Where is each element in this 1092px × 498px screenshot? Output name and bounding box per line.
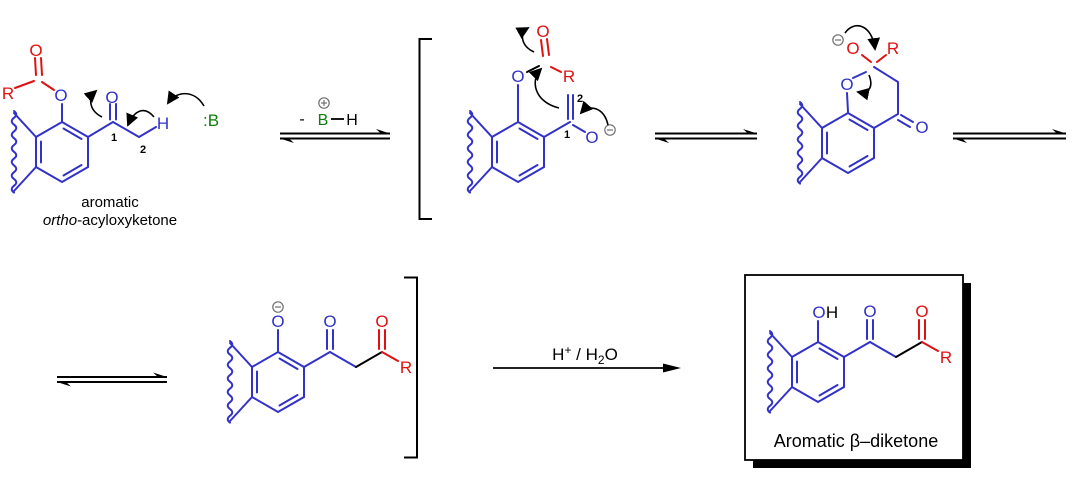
minus-charge-icon <box>604 124 616 136</box>
blue-atom-labels: O O <box>271 312 336 331</box>
atom-label-ketone-O: O <box>863 302 876 321</box>
reaction-conditions-label: H+ / H2O <box>552 343 618 367</box>
caption-ortho-italic: ortho <box>43 212 77 229</box>
equilibrium-arrow-2 <box>655 129 757 143</box>
red-bonds <box>378 329 399 362</box>
structure-ester-enolate: O O O R 1 2 <box>466 22 616 194</box>
curved-arrow-enolate-to-acylC <box>528 67 560 109</box>
structure-aromatic-ortho-acyloxyketone: O O H O R :B 1 2 aromatic ortho-acyloxyk… <box>2 41 219 229</box>
curved-arrow-CO-bond-to-ringO <box>856 74 872 101</box>
bracket-left <box>418 38 432 220</box>
blue-atom-labels: O O <box>511 67 598 147</box>
red-atom-labels: O R <box>375 312 412 377</box>
caption-line1: aromatic <box>81 194 139 211</box>
blue-atom-labels: O O <box>812 302 876 322</box>
CH2-acyl-bond <box>895 341 923 358</box>
curved-arrow-Ominus-to-C2 <box>844 24 881 51</box>
structure-phenolate-diketone: O O O R <box>226 301 412 424</box>
red-bonds <box>918 319 939 352</box>
H-label: H <box>346 112 358 129</box>
red-atom-labels: O R <box>846 39 899 58</box>
bracket-right <box>404 276 418 459</box>
atom-label-acyl-O: O <box>29 41 42 60</box>
curved-arrow-CH-to-C1 <box>126 109 155 127</box>
atom-label-H: H <box>157 114 169 133</box>
red-atom-labels: O R <box>915 302 952 367</box>
equilibrium-arrow-1: - B H <box>280 97 390 143</box>
curved-arrow-carbonyl-to-O <box>83 89 103 118</box>
red-bonds <box>861 54 887 63</box>
atom-label-hydroxyl-H: H <box>826 303 838 322</box>
blue-bonds <box>796 66 914 185</box>
minus-label: - <box>299 111 304 128</box>
curved-arrow-base-to-H <box>166 90 205 107</box>
minus-charge-icon <box>272 301 284 313</box>
atom-label-phenolate-O: O <box>271 312 284 331</box>
curved-arrow-acyl-CO-to-O <box>515 27 535 53</box>
red-atom-labels: O R <box>2 41 43 103</box>
blue-bonds <box>466 84 586 194</box>
atom-label-acyl-O: O <box>915 302 928 321</box>
two-sub: 2 <box>598 353 605 367</box>
benzene-ring <box>226 340 305 424</box>
structure-aromatic-beta-diketone: O O H O R <box>766 302 952 414</box>
carbon-number-2: 2 <box>577 93 583 105</box>
carbon-number-1: 1 <box>564 129 570 141</box>
atom-label-ketone-O: O <box>105 88 118 107</box>
curved-arrow-Ominus-to-C1 <box>579 100 609 126</box>
atom-label-ester-O: O <box>54 86 67 105</box>
blue-atom-labels: O O H <box>54 86 169 133</box>
atom-label-ring-O: O <box>840 75 853 94</box>
blue-atom-labels: O O <box>840 75 928 137</box>
product-caption: Aromatic β–diketone <box>774 431 938 451</box>
atom-label-ketone-O: O <box>915 118 928 137</box>
carbon-number-2: 2 <box>140 144 146 156</box>
water-O: O <box>605 345 618 364</box>
atom-label-R: R <box>400 358 412 377</box>
blue-bonds <box>226 329 357 424</box>
h-plus-H: H <box>552 345 564 364</box>
benzene-ring <box>796 101 875 185</box>
atom-label-ketone-O: O <box>323 312 336 331</box>
atom-label-R: R <box>887 39 899 58</box>
caption-line2-rest: -acyloxyketone <box>77 212 177 229</box>
carbon-number-1: 1 <box>111 132 117 144</box>
equilibrium-arrow-4 <box>57 372 167 387</box>
benzene-ring <box>10 110 89 194</box>
red-atom-labels: O R <box>536 22 575 86</box>
blue-bonds <box>10 103 157 194</box>
slash-H: / H <box>571 345 597 364</box>
atom-label-acyl-O: O <box>375 312 388 331</box>
atom-label-alkoxide-O: O <box>846 39 859 58</box>
atom-label-R: R <box>940 348 952 367</box>
arrowhead <box>663 363 681 373</box>
structure-cyclic-alkoxide: O O O R <box>796 24 929 185</box>
product-box: O O H O R Aromatic β–diketone <box>744 274 971 468</box>
minus-charge-icon <box>832 34 844 46</box>
atom-label-acyl-O: O <box>536 22 549 41</box>
box-frame <box>744 274 964 461</box>
ester-O-C-bond <box>526 65 540 73</box>
atom-label-R: R <box>563 67 575 86</box>
plus-sup: + <box>564 343 571 357</box>
atom-label-hydroxyl-O: O <box>812 303 825 322</box>
atom-label-R: R <box>2 84 14 103</box>
red-bonds <box>540 38 562 73</box>
atom-label-ester-O: O <box>511 67 524 86</box>
CH2-acyl-bond <box>355 351 383 368</box>
plus-charge-icon <box>318 97 330 109</box>
blue-bonds <box>766 319 897 414</box>
atom-label-enolate-O: O <box>585 128 598 147</box>
benzene-ring <box>466 110 545 194</box>
caption-line2: ortho-acyloxyketone <box>43 212 177 229</box>
equilibrium-arrow-3 <box>953 129 1066 143</box>
reaction-arrow-workup: H+ / H2O <box>493 343 681 373</box>
base-label: :B <box>203 111 219 130</box>
red-bonds <box>14 57 55 91</box>
base-B-label: B <box>318 112 329 129</box>
